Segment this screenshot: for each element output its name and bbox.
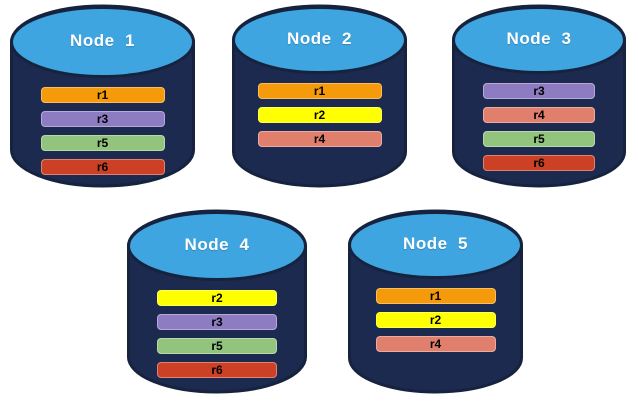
cylinder-top-ellipse: [127, 211, 307, 281]
replica-stack: r2 r3 r5 r6: [127, 290, 307, 378]
replica-bar[interactable]: r5: [40, 135, 165, 151]
cylinder-top-ellipse: [452, 6, 626, 74]
replica-bar[interactable]: r2: [375, 312, 496, 328]
replica-bar[interactable]: r2: [157, 290, 277, 306]
replica-stack: r3 r4 r5 r6: [452, 83, 626, 171]
replica-bar[interactable]: r6: [483, 155, 595, 171]
replica-bar[interactable]: r4: [375, 336, 496, 352]
replica-bar[interactable]: r6: [40, 159, 165, 175]
replica-bar[interactable]: r3: [483, 83, 595, 99]
replica-bar[interactable]: r3: [157, 314, 277, 330]
replica-stack: r1 r3 r5 r6: [10, 87, 195, 175]
replica-bar[interactable]: r2: [257, 107, 382, 123]
replica-bar[interactable]: r3: [40, 111, 165, 127]
replica-bar[interactable]: r1: [375, 288, 496, 304]
cylinder-top-ellipse: [348, 211, 523, 279]
replica-bar[interactable]: r1: [257, 83, 382, 99]
replica-bar[interactable]: r4: [483, 107, 595, 123]
replica-bar[interactable]: r5: [483, 131, 595, 147]
replica-stack: r1 r2 r4: [348, 288, 523, 352]
cylinder-top-ellipse: [10, 6, 195, 78]
replica-bar[interactable]: r5: [157, 338, 277, 354]
replica-bar[interactable]: r6: [157, 362, 277, 378]
replica-bar[interactable]: r1: [40, 87, 165, 103]
replica-stack: r1 r2 r4: [232, 83, 407, 147]
cylinder-top-ellipse: [232, 6, 407, 74]
replica-bar[interactable]: r4: [257, 131, 382, 147]
